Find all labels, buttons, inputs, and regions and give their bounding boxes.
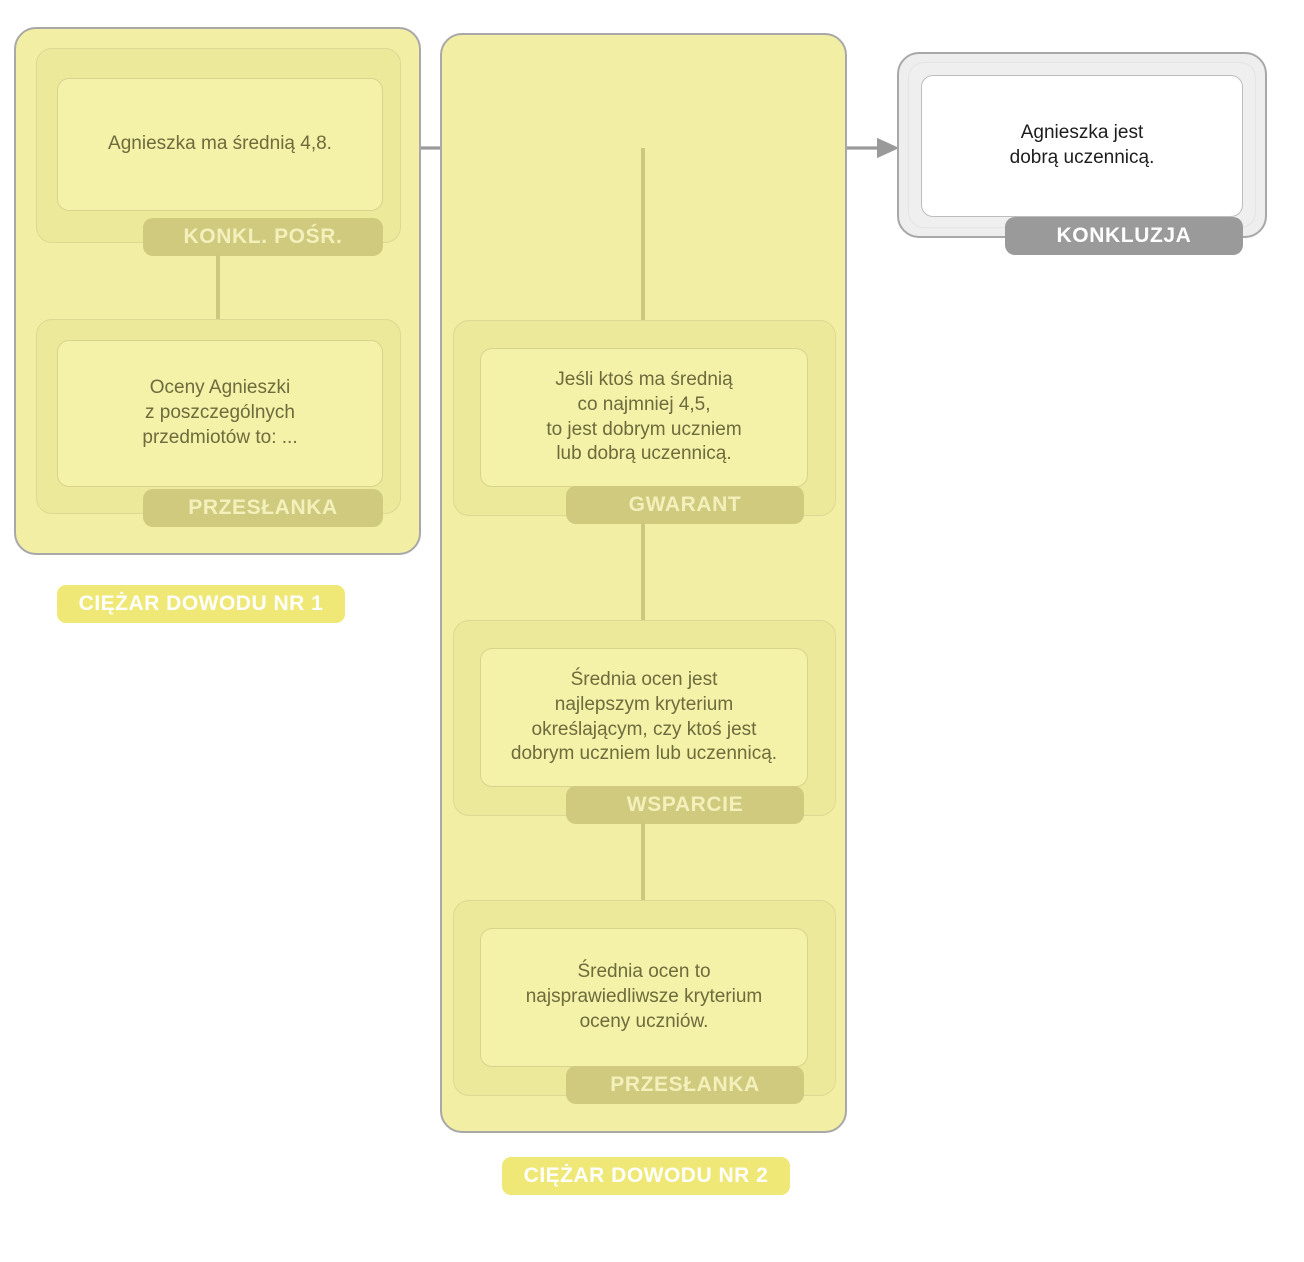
badge-premise-2: PRZESŁANKA xyxy=(566,1066,804,1104)
statement-premise-1: Oceny Agnieszki z poszczególnych przedmi… xyxy=(57,340,383,487)
connector-backing-to-premise2 xyxy=(641,821,645,901)
badge-warrant: GWARANT xyxy=(566,486,804,524)
badge-premise-1: PRZESŁANKA xyxy=(143,489,383,527)
connector-warrant-to-backing xyxy=(641,521,645,621)
badge-conclusion: KONKLUZJA xyxy=(1005,217,1243,255)
burden-label-1[interactable]: CIĘŻAR DOWODU NR 1 xyxy=(57,585,345,623)
badge-intermediate-conclusion: KONKL. POŚR. xyxy=(143,218,383,256)
statement-premise-2: Średnia ocen to najsprawiedliwsze kryter… xyxy=(480,928,808,1067)
statement-warrant: Jeśli ktoś ma średnią co najmniej 4,5, t… xyxy=(480,348,808,487)
statement-conclusion: Agnieszka jest dobrą uczennicą. xyxy=(921,75,1243,217)
statement-backing: Średnia ocen jest najlepszym kryterium o… xyxy=(480,648,808,787)
badge-backing: WSPARCIE xyxy=(566,786,804,824)
burden-label-2[interactable]: CIĘŻAR DOWODU NR 2 xyxy=(502,1157,790,1195)
connector-top-to-warrant xyxy=(641,148,645,323)
statement-intermediate-conclusion: Agnieszka ma średnią 4,8. xyxy=(57,78,383,211)
connector-ic-to-premise1 xyxy=(216,253,220,321)
